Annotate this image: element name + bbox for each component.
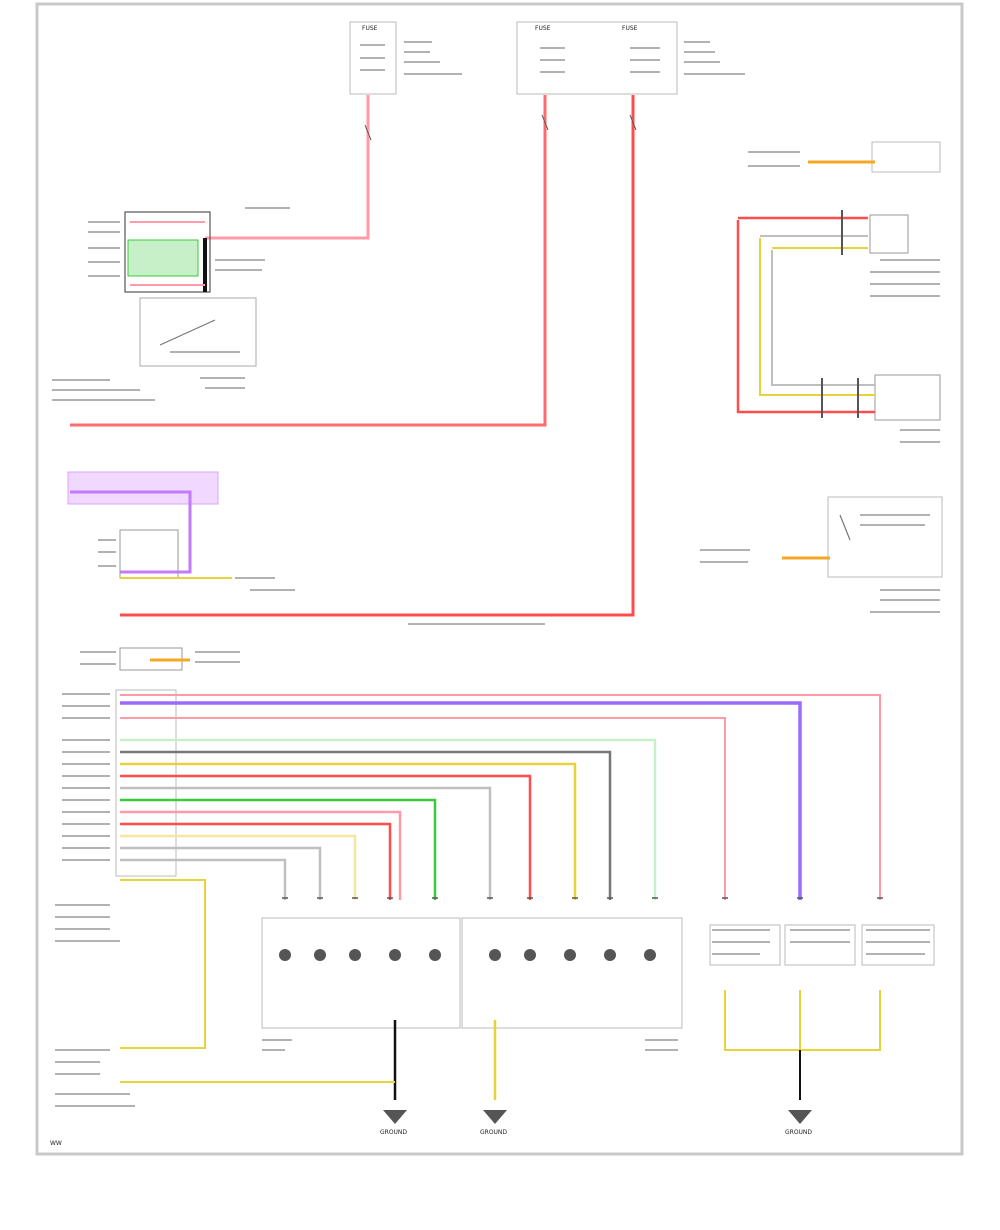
ground-wires [120,1020,497,1100]
lamp-cluster-left [261,917,461,1029]
lamp-cluster-right [461,917,683,1029]
ground-symbol-1: GROUND [380,1110,407,1136]
right-upper-components [736,141,941,443]
fuse-box-right: FUSE FUSE [516,21,745,95]
supply-wires [70,95,635,617]
svg-text:GROUND: GROUND [480,1129,507,1136]
svg-text:GROUND: GROUND [380,1129,407,1136]
switch-module [52,207,290,401]
wire-fuse2 [70,95,547,427]
wire-fuse1 [205,95,370,240]
svg-text:FUSE: FUSE [362,25,378,32]
right-mid-component [700,496,943,613]
fuse-box-left: FUSE [349,21,462,95]
svg-text:FUSE: FUSE [535,25,551,32]
svg-text:FUSE: FUSE [622,25,638,32]
label-strokes [55,929,930,1107]
ground-symbol-2: GROUND [480,1110,507,1136]
output-harness [120,694,881,1049]
diagram-frame [35,2,964,1156]
wire-fuse3 [120,95,635,617]
page-tag: WW [50,1140,62,1147]
right-switches [709,924,935,1100]
svg-text:GROUND: GROUND [785,1129,812,1136]
control-module [55,471,545,942]
ground-symbol-3: GROUND [785,1110,812,1136]
